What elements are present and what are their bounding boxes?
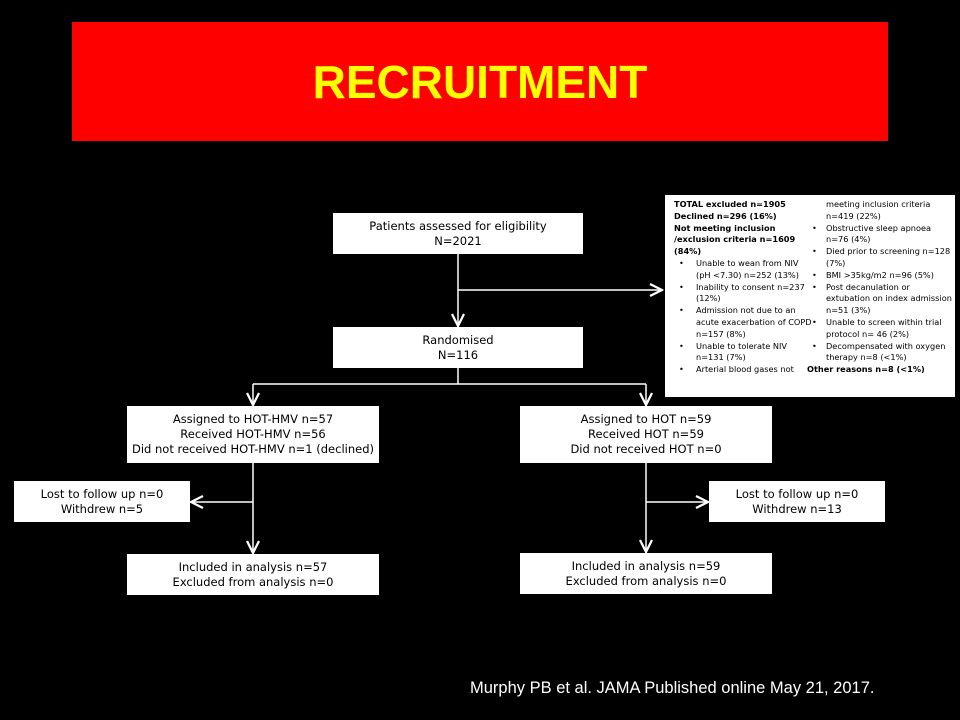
exclusion-item: Unable to tolerate NIV n=131 (7%) (674, 341, 812, 365)
hot-received: Received HOT n=59 (588, 427, 704, 441)
included-left: Included in analysis n=57 (178, 559, 328, 574)
randomised-count: N=116 (437, 347, 479, 362)
not-meeting: Not meeting inclusion /exclusion criteri… (674, 222, 796, 257)
exclusion-item: Inability to consent n=237 (12%) (674, 282, 812, 306)
hot-not-received: Did not received HOT n=0 (570, 442, 722, 456)
randomised-box: Randomised N=116 (333, 327, 583, 368)
withdrew-left: Withdrew n=5 (60, 501, 144, 516)
other-reasons: Other reasons n=8 (<1%) (807, 364, 925, 375)
exclusion-item: Admission not due to an acute exacerbati… (674, 305, 812, 340)
exclusion-item: BMI >35kg/m2 n=96 (5%) (807, 270, 953, 282)
exclusion-item: Unable to wean from NIV (pH <7.30) n=252… (674, 258, 812, 282)
lost-followup-left-box: Lost to follow up n=0 Withdrew n=5 (14, 481, 190, 522)
included-right: Included in analysis n=59 (571, 558, 721, 573)
exclusion-item: Died prior to screening n=128 (7%) (807, 246, 953, 270)
hot-assigned: Assigned to HOT n=59 (580, 412, 712, 426)
excluded-right: Excluded from analysis n=0 (565, 573, 727, 588)
lost-followup-right-box: Lost to follow up n=0 Withdrew n=13 (709, 481, 885, 522)
hmv-received: Received HOT-HMV n=56 (180, 427, 326, 441)
analysis-left-box: Included in analysis n=57 Excluded from … (127, 554, 379, 595)
exclusion-item: Obstructive sleep apnoea n=76 (4%) (807, 223, 953, 247)
eligibility-count: N=2021 (434, 233, 482, 248)
excluded-box: TOTAL excluded n=1905 Declined n=296 (16… (665, 195, 955, 397)
exclusion-item: Decompensated with oxygen therapy n=8 (<… (807, 341, 953, 365)
citation: Murphy PB et al. JAMA Published online M… (470, 679, 875, 697)
declined: Declined n=296 (16%) (674, 210, 777, 221)
eligibility-box: Patients assessed for eligibility N=2021 (333, 213, 583, 254)
withdrew-right: Withdrew n=13 (752, 501, 842, 516)
hot-arm-box: Assigned to HOT n=59 Received HOT n=59 D… (520, 406, 772, 463)
eligibility-label: Patients assessed for eligibility (369, 218, 547, 233)
exclusion-item: Unable to screen within trial protocol n… (807, 317, 953, 341)
hot-hmv-arm-box: Assigned to HOT-HMV n=57 Received HOT-HM… (127, 406, 379, 463)
lost-left: Lost to follow up n=0 (40, 486, 164, 501)
hmv-not-received: Did not received HOT-HMV n=1 (declined) (131, 442, 374, 456)
slide-title: RECRUITMENT (312, 55, 648, 108)
analysis-right-box: Included in analysis n=59 Excluded from … (520, 553, 772, 594)
exclusion-item: Post decanulation or extubation on index… (807, 282, 953, 317)
exclusion-item-cont: meeting inclusion criteria n=419 (22%) (826, 199, 931, 221)
excluded-left: Excluded from analysis n=0 (172, 574, 334, 589)
lost-right: Lost to follow up n=0 (735, 486, 859, 501)
title-banner: RECRUITMENT (72, 22, 888, 141)
hmv-assigned: Assigned to HOT-HMV n=57 (172, 412, 334, 426)
randomised-label: Randomised (422, 332, 494, 347)
total-excluded: TOTAL excluded n=1905 (674, 199, 786, 209)
exclusion-item: Arterial blood gases not (674, 364, 812, 376)
